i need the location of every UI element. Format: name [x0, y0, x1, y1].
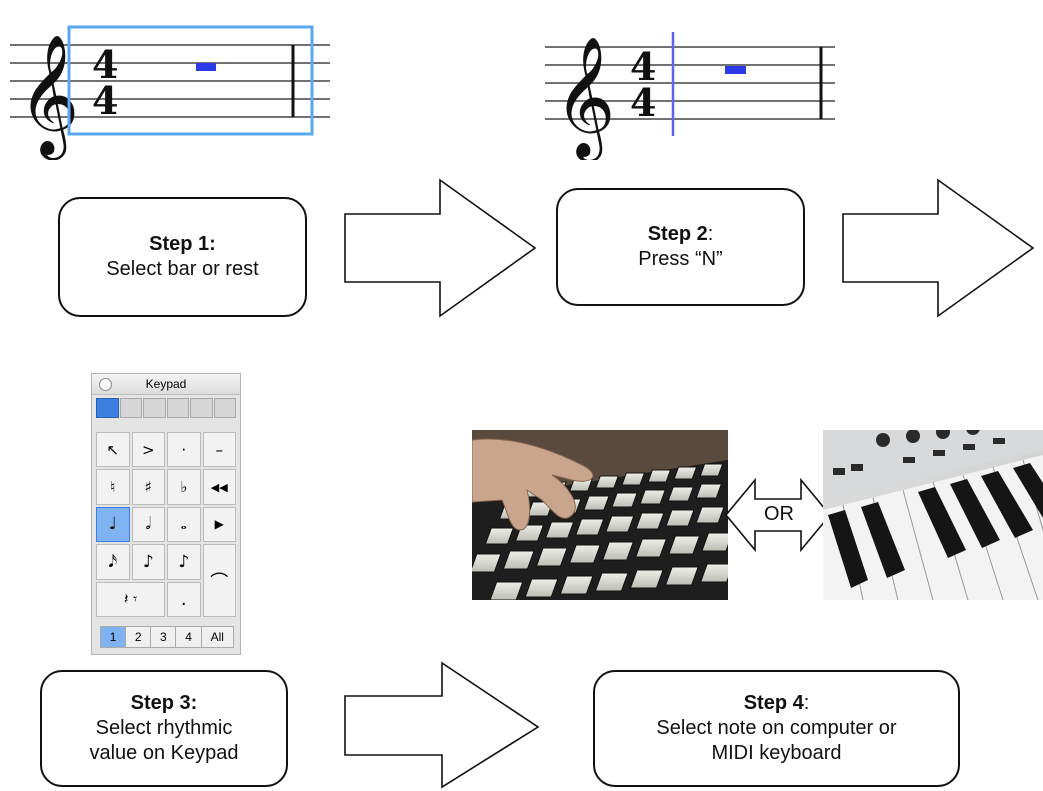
keypad-key-rests[interactable]: 𝄽 𝄾 — [96, 581, 165, 617]
step-4-line1: Select note on computer or — [656, 717, 897, 739]
step-2-text: Press “N” — [638, 248, 723, 270]
layout-tab-5[interactable] — [190, 398, 213, 418]
step-4-line2: MIDI keyboard — [711, 742, 842, 764]
layout-tab-notes[interactable] — [96, 398, 119, 418]
keypad-key[interactable]: ◀◀ — [202, 469, 236, 505]
keypad-grid: ↖ > · – ♮ ♯ ♭ ◀◀ ♩ 𝅗𝅥 𝅝 ▶ 𝅘𝅥𝅯 ♪ ♪ ⌒ 𝄽 𝄾 … — [96, 432, 236, 617]
layout-tab-4[interactable] — [166, 398, 189, 418]
keypad-key[interactable]: 𝅝 — [167, 506, 201, 543]
keypad-key-selected[interactable]: ♩ — [96, 506, 130, 543]
step-3-line1: Select rhythmic — [95, 717, 233, 739]
computer-keyboard-photo — [472, 430, 728, 600]
step-1-box: Step 1: Select bar or rest — [58, 197, 307, 317]
computer-keyboard-illustration — [472, 430, 728, 600]
time-sig-bottom: 4 — [630, 80, 656, 125]
whole-rest — [196, 63, 216, 71]
step-3-box: Step 3: Select rhythmic value on Keypad — [40, 670, 288, 787]
keypad-titlebar: Keypad — [92, 374, 240, 395]
whole-rest — [725, 66, 746, 74]
keypad-voice-tabs: 1 2 3 4 All — [100, 626, 234, 648]
voice-tab-all[interactable]: All — [210, 630, 224, 644]
layout-tab-2[interactable] — [119, 398, 142, 418]
step-1-text: Select bar or rest — [106, 258, 259, 280]
keypad-icon: Keypad ↖ > · – ♮ ♯ ♭ ◀◀ ♩ 𝅗𝅥 𝅝 ▶ 𝅘𝅥𝅯 ♪ ♪… — [91, 373, 241, 655]
time-sig-top: 4 — [92, 42, 118, 87]
step-2-title: Step 2 — [647, 223, 708, 245]
step-2-box: Step 2: Press “N” — [556, 188, 805, 306]
voice-tab-3[interactable]: 3 — [151, 627, 177, 647]
arrow-right-icon — [344, 178, 537, 318]
arrow-right-icon — [842, 178, 1035, 318]
keypad-key[interactable]: . — [167, 581, 201, 617]
treble-clef-icon: 𝄞 — [554, 35, 615, 160]
keypad-key[interactable]: 𝅘𝅥𝅯 — [96, 544, 130, 580]
keypad-key[interactable]: ♯ — [131, 469, 165, 505]
layout-tab-6[interactable] — [213, 398, 236, 418]
keypad-key[interactable]: ♪ — [167, 544, 201, 580]
keypad-key[interactable]: · — [167, 432, 201, 468]
midi-keyboard-illustration — [823, 430, 1043, 600]
keypad-key[interactable]: ↖ — [96, 432, 130, 468]
layout-tab-3[interactable] — [143, 398, 166, 418]
step-4-box: Step 4: Select note on computer or MIDI … — [593, 670, 960, 787]
close-icon[interactable] — [99, 378, 112, 391]
keypad-key[interactable]: ♮ — [96, 469, 130, 505]
voice-tab-4[interactable]: 4 — [176, 627, 202, 647]
keypad-title: Keypad — [145, 377, 187, 391]
or-label: OR — [764, 503, 794, 525]
staff-2: 𝄞 4 4 — [545, 32, 835, 160]
time-sig-top: 4 — [630, 44, 656, 89]
step-1-title: Step 1: — [149, 233, 216, 255]
keypad-key[interactable]: ♪ — [131, 544, 165, 580]
keypad-key[interactable]: ♭ — [167, 469, 201, 505]
time-sig-bottom: 4 — [92, 78, 118, 123]
midi-keyboard-photo — [823, 430, 1043, 600]
keypad-key[interactable]: > — [131, 432, 165, 468]
step-3-line2: value on Keypad — [89, 742, 239, 764]
step-3-title: Step 3: — [130, 692, 198, 714]
keypad-key[interactable]: 𝅗𝅥 — [131, 506, 165, 543]
voice-tab-1[interactable]: 1 — [101, 627, 127, 647]
staff-1: 𝄞 4 4 — [10, 25, 330, 160]
keypad-layout-tabs — [92, 395, 240, 421]
keypad-key[interactable]: ▶ — [202, 506, 236, 543]
keypad-key-tie[interactable]: ⌒ — [202, 544, 236, 617]
keypad-key[interactable]: – — [202, 432, 236, 468]
arrow-right-icon — [344, 661, 540, 789]
step-4-title: Step 4 — [743, 692, 804, 714]
selection-box — [67, 25, 314, 136]
voice-tab-2[interactable]: 2 — [126, 627, 152, 647]
hand — [472, 438, 594, 531]
